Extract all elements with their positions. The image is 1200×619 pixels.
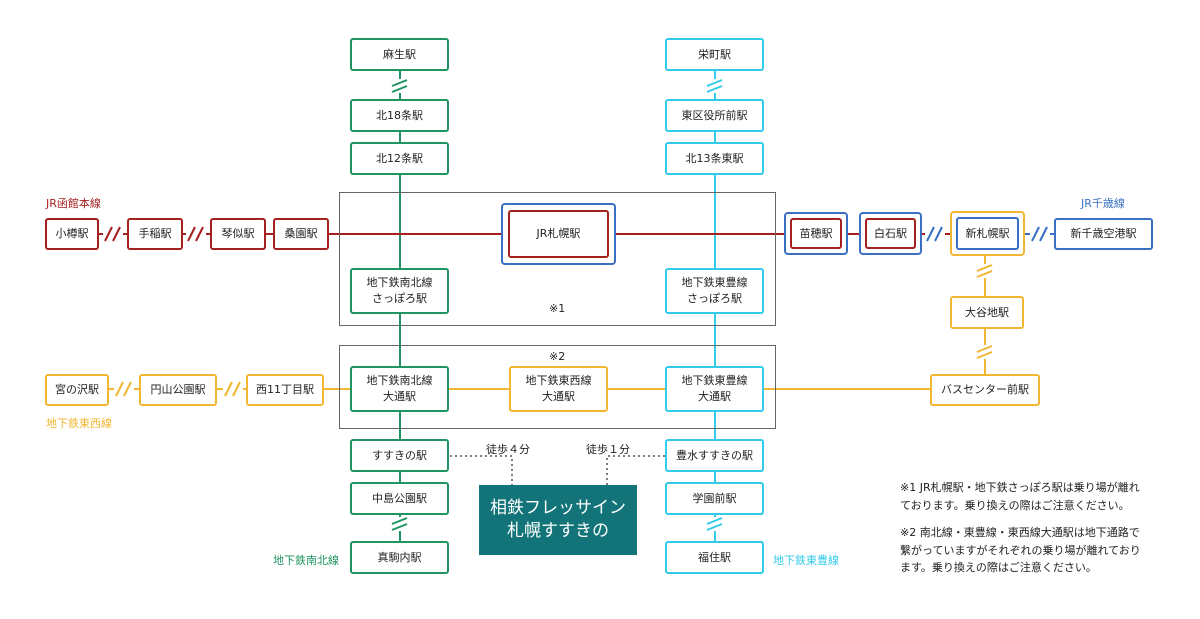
- break-mark-oyachi-upper: [975, 264, 995, 278]
- destination-hotel[interactable]: 相鉄フレッサイン 札幌すすきの: [479, 485, 637, 555]
- station-tozai-odori[interactable]: 地下鉄東西線 大通駅: [509, 366, 608, 412]
- station-shin-sapporo-outer: 新札幌駅: [950, 211, 1025, 256]
- station-jr-sapporo-outer: JR札幌駅: [501, 203, 616, 265]
- break-mark-makomanai: [390, 517, 410, 531]
- station-otaru[interactable]: 小樽駅: [45, 218, 99, 250]
- walk-time-left: 徒歩４分: [486, 443, 530, 456]
- station-oyachi[interactable]: 大谷地駅: [950, 296, 1024, 329]
- note-mark-1: ※1: [549, 302, 566, 315]
- break-mark-maruyama: [223, 381, 243, 397]
- station-fukuzumi[interactable]: 福住駅: [665, 541, 764, 574]
- break-mark-oyachi-lower: [975, 345, 995, 359]
- station-shin-sapporo[interactable]: 新札幌駅: [956, 217, 1019, 250]
- station-toho-sapporo[interactable]: 地下鉄東豊線 さっぽろ駅: [665, 268, 764, 314]
- station-soen[interactable]: 桑園駅: [273, 218, 329, 250]
- station-toho-odori[interactable]: 地下鉄東豊線 大通駅: [665, 366, 764, 412]
- break-mark-fukuzumi: [705, 517, 725, 531]
- break-mark-asabu: [390, 79, 410, 93]
- break-mark-shinsapporo-chitose: [1030, 226, 1050, 242]
- break-mark-sakaemachi: [705, 79, 725, 93]
- sapporo-transfer-group: [339, 192, 776, 326]
- note-2: ※2 南北線・東豊線・東西線大通駅は地下通路で 繋がっていますがそれぞれの乗り場…: [900, 526, 1141, 575]
- station-shiroishi[interactable]: 白石駅: [865, 218, 916, 249]
- station-shin-chitose-airport[interactable]: 新千歳空港駅: [1054, 218, 1153, 250]
- station-miyanosawa[interactable]: 宮の沢駅: [45, 374, 109, 406]
- line-label-jr-chitose: JR千歳線: [1081, 197, 1125, 210]
- station-susukino[interactable]: すすきの駅: [350, 439, 449, 472]
- station-nakajima-koen[interactable]: 中島公園駅: [350, 482, 449, 515]
- station-bus-center-mae[interactable]: バスセンター前駅: [930, 374, 1040, 406]
- station-gakuen-mae[interactable]: 学園前駅: [665, 482, 764, 515]
- station-hosui-susukino[interactable]: 豊水すすきの駅: [665, 439, 764, 472]
- station-higashikuyakusho[interactable]: 東区役所前駅: [665, 99, 764, 132]
- break-mark-miyanosawa: [114, 381, 134, 397]
- station-kotoni[interactable]: 琴似駅: [210, 218, 266, 250]
- line-label-tozai: 地下鉄東西線: [46, 417, 112, 430]
- station-namboku-odori[interactable]: 地下鉄南北線 大通駅: [350, 366, 449, 412]
- station-asabu[interactable]: 麻生駅: [350, 38, 449, 71]
- station-makomanai[interactable]: 真駒内駅: [350, 541, 449, 574]
- break-mark-otaru-teine: [103, 226, 123, 242]
- walk-time-right: 徒歩１分: [586, 443, 630, 456]
- station-kita12[interactable]: 北12条駅: [350, 142, 449, 175]
- station-naebo[interactable]: 苗穂駅: [790, 218, 842, 249]
- break-mark-shiroishi-shinsapporo: [925, 226, 945, 242]
- station-sakaemachi[interactable]: 栄町駅: [665, 38, 764, 71]
- station-namboku-sapporo[interactable]: 地下鉄南北線 さっぽろ駅: [350, 268, 449, 314]
- line-label-toho: 地下鉄東豊線: [773, 554, 839, 567]
- note-mark-2: ※2: [549, 350, 566, 363]
- destination-name-line1: 相鉄フレッサイン: [490, 498, 626, 519]
- break-mark-teine-kotoni: [186, 226, 206, 242]
- line-label-namboku: 地下鉄南北線: [273, 554, 339, 567]
- station-kita18[interactable]: 北18条駅: [350, 99, 449, 132]
- walk-route-left: [450, 455, 513, 485]
- station-kita13higashi[interactable]: 北13条東駅: [665, 142, 764, 175]
- station-teine[interactable]: 手稲駅: [127, 218, 183, 250]
- destination-name-line2: 札幌すすきの: [507, 521, 609, 541]
- station-jr-sapporo[interactable]: JR札幌駅: [508, 210, 609, 258]
- odori-transfer-group: [339, 345, 776, 429]
- station-nishi11[interactable]: 西11丁目駅: [246, 374, 324, 406]
- note-1: ※1 JR札幌駅・地下鉄さっぽろ駅は乗り場が離れ ております。乗り換えの際はご注…: [900, 481, 1140, 512]
- walk-route-right: [606, 455, 665, 485]
- line-label-jr-hakodate: JR函館本線: [46, 197, 101, 210]
- station-naebo-outer: 苗穂駅: [784, 212, 848, 255]
- station-shiroishi-outer: 白石駅: [859, 212, 922, 255]
- station-maruyama-koen[interactable]: 円山公園駅: [139, 374, 217, 406]
